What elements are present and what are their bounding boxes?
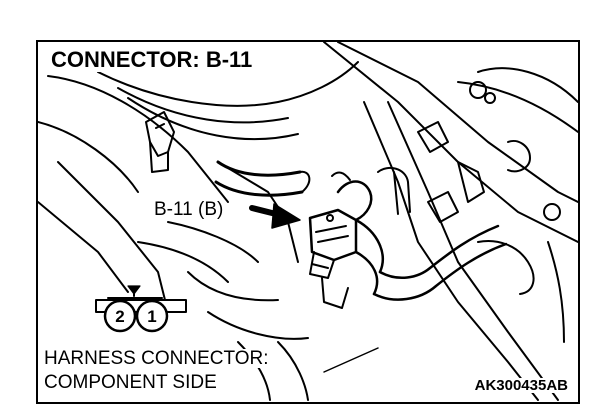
harness-pointer-line (323, 347, 379, 373)
small-bracket (145, 111, 175, 173)
figure-code: AK300435AB (472, 377, 570, 394)
pin-1-label: 1 (147, 307, 156, 326)
frame-bracket (323, 42, 578, 401)
connector-figure: 2 1 CONNECTOR: B-11 B-11 (B) HARNESS CON… (36, 40, 580, 404)
pin-1-circle (135, 299, 169, 333)
harness-connector-label: HARNESS CONNECTOR: (42, 348, 271, 369)
pin-2-circle (103, 299, 137, 333)
connector-title: CONNECTOR: B-11 (48, 48, 256, 72)
pin-2-label: 2 (115, 307, 124, 326)
engine-bay-illustration: 2 1 (38, 42, 578, 401)
hose (214, 160, 311, 197)
callout-arrow (249, 203, 301, 229)
component-side-label: COMPONENT SIDE (42, 372, 219, 393)
harness-connector-symbol: 2 1 (95, 285, 187, 333)
sensor-connector (308, 166, 508, 309)
callout-label: B-11 (B) (152, 199, 226, 220)
